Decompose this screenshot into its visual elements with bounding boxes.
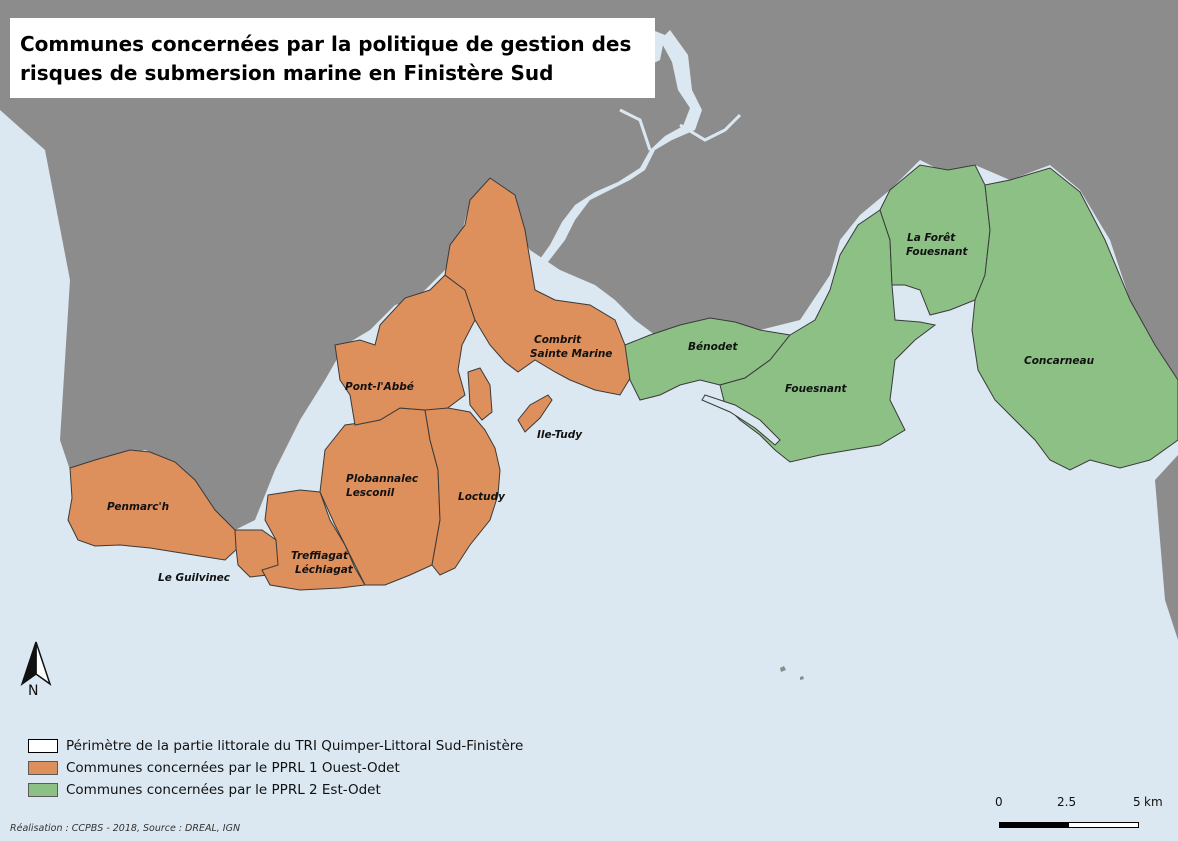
- sand-spit: [701, 394, 781, 446]
- legend-label-ouest-odet: Communes concernées par le PPRL 1 Ouest-…: [66, 760, 400, 776]
- label-combrit: Combrit: [534, 334, 582, 346]
- commune-ile-tudy[interactable]: [517, 394, 553, 433]
- legend-swatch-est-odet: [28, 783, 58, 797]
- commune-labels: Penmarc'h Le Guilvinec Treffiagat Léchia…: [107, 232, 1095, 584]
- small-island: [780, 666, 786, 672]
- map-title-line-2: risques de submersion marine en Finistèr…: [20, 61, 554, 85]
- commune-penmarch[interactable]: [67, 449, 239, 561]
- north-label: N: [28, 683, 39, 699]
- label-plobannalec: Plobannalec: [346, 473, 419, 485]
- scale-bar-graphic: [999, 822, 1139, 828]
- label-concarneau: Concarneau: [1024, 355, 1095, 367]
- label-sainte-marine: Sainte Marine: [530, 348, 612, 360]
- label-treffiagat: Treffiagat: [291, 550, 349, 562]
- commune-pont-labbe[interactable]: [334, 274, 476, 426]
- legend-swatch-perimetre: [28, 739, 58, 753]
- scale-unit: km: [1144, 795, 1163, 809]
- label-benodet: Bénodet: [688, 341, 738, 353]
- legend-label-perimetre: Périmètre de la partie littorale du TRI …: [66, 738, 524, 754]
- north-arrow-icon: [20, 641, 52, 686]
- label-loctudy: Loctudy: [458, 491, 506, 503]
- map-title-line-1: Communes concernées par la politique de …: [20, 32, 632, 56]
- map-title-box: Communes concernées par la politique de …: [10, 18, 655, 98]
- label-ile-tudy: Ile-Tudy: [537, 429, 583, 441]
- legend: Périmètre de la partie littorale du TRI …: [28, 735, 523, 801]
- scale-tick-2-5: 2.5: [1057, 795, 1077, 809]
- commune-island-1: [467, 367, 493, 421]
- label-penmarch: Penmarc'h: [107, 501, 169, 513]
- credit-text: Réalisation : CCPBS - 2018, Source : DRE…: [10, 823, 241, 834]
- scale-tick-5: 5: [1133, 795, 1141, 809]
- scale-tick-0: 0: [995, 795, 1003, 809]
- commune-concarneau[interactable]: [971, 167, 1178, 471]
- legend-item-est-odet: Communes concernées par le PPRL 2 Est-Od…: [28, 779, 523, 801]
- label-lesconil: Lesconil: [346, 487, 395, 499]
- commune-loctudy[interactable]: [424, 407, 501, 576]
- est-odet-communes: [624, 164, 1178, 471]
- legend-item-perimetre: Périmètre de la partie littorale du TRI …: [28, 735, 523, 757]
- ouest-odet-communes: [67, 177, 633, 591]
- legend-swatch-ouest-odet: [28, 761, 58, 775]
- commune-treffiagat[interactable]: [261, 489, 366, 591]
- small-island-2: [800, 676, 804, 680]
- label-la-foret: La Forêt: [907, 232, 956, 244]
- label-pont-labbe: Pont-l'Abbé: [345, 381, 414, 393]
- land-mass: [0, 0, 1178, 640]
- legend-item-ouest-odet: Communes concernées par le PPRL 1 Ouest-…: [28, 757, 523, 779]
- label-fouesnant: Fouesnant: [785, 383, 847, 395]
- label-la-foret-fouesnant: Fouesnant: [906, 246, 968, 258]
- label-le-guilvinec: Le Guilvinec: [158, 572, 231, 584]
- scale-bar: 0 2.5 5 km: [990, 795, 1163, 835]
- legend-label-est-odet: Communes concernées par le PPRL 2 Est-Od…: [66, 782, 381, 798]
- label-lechiagat: Léchiagat: [295, 564, 354, 576]
